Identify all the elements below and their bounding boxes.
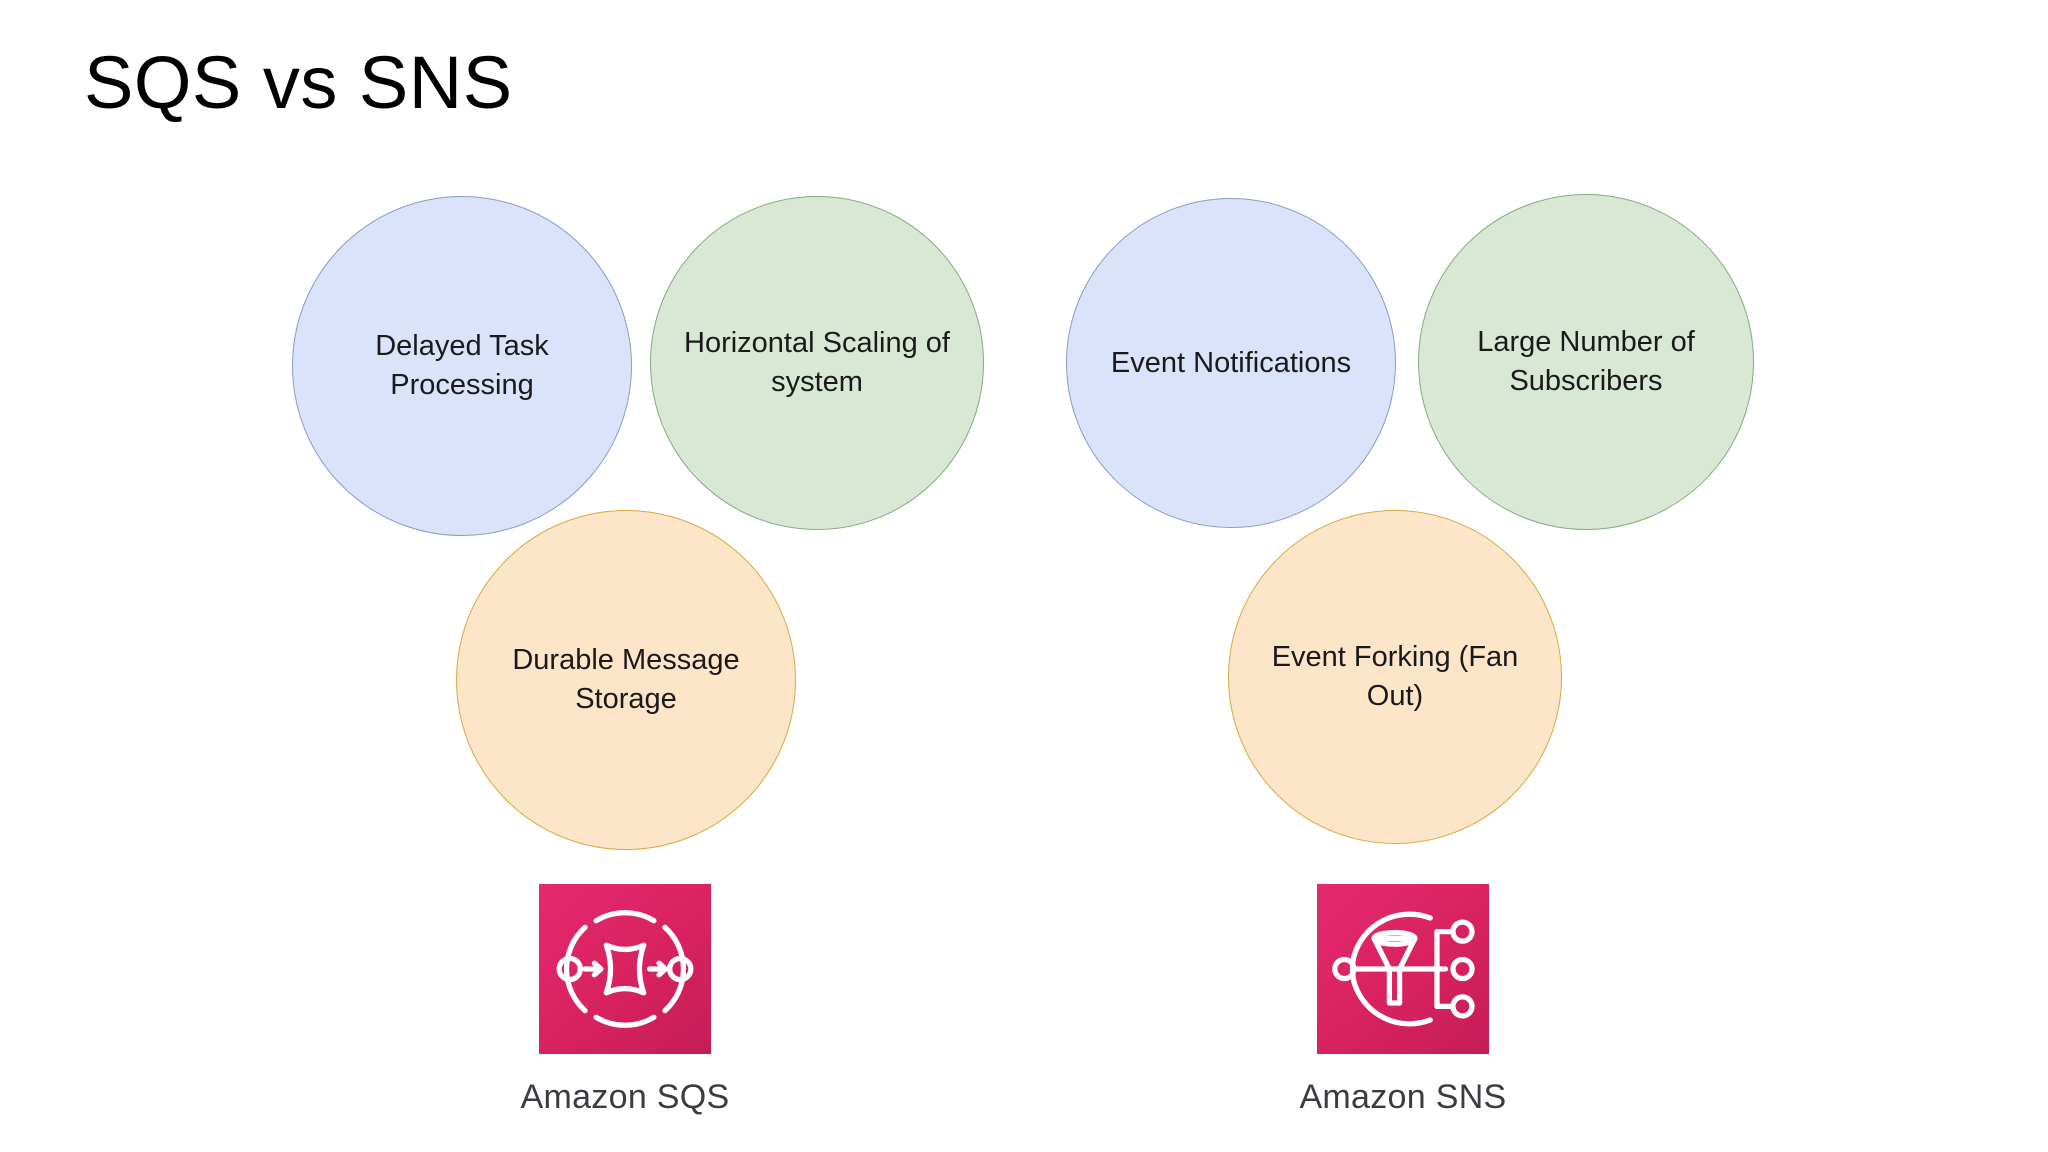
service-label: Amazon SNS (1299, 1078, 1507, 1116)
bubble-durable-message-storage: Durable Message Storage (456, 510, 796, 850)
amazon-sqs-icon (539, 884, 711, 1054)
bubble-delayed-task-processing: Delayed Task Processing (292, 196, 632, 536)
bubble-horizontal-scaling: Horizontal Scaling of system (650, 196, 984, 530)
bubble-label: Large Number of Subscribers (1477, 326, 1695, 397)
service-amazon-sns: Amazon SNS (1208, 884, 1598, 1117)
page-title: SQS vs SNS (84, 41, 513, 124)
service-label: Amazon SQS (520, 1078, 730, 1116)
amazon-sns-icon (1317, 884, 1489, 1054)
bubble-event-notifications: Event Notifications (1066, 198, 1396, 528)
bubble-label: Event Forking (Fan Out) (1271, 641, 1519, 712)
bubble-label: Horizontal Scaling of system (684, 327, 950, 398)
bubble-label: Event Notifications (1110, 346, 1352, 379)
service-amazon-sqs: Amazon SQS (430, 884, 820, 1117)
bubble-label: Durable Message Storage (512, 644, 740, 715)
bubble-label: Delayed Task Processing (375, 330, 549, 401)
bubble-event-forking-fan-out: Event Forking (Fan Out) (1228, 510, 1562, 844)
bubble-large-number-of-subscribers: Large Number of Subscribers (1418, 194, 1754, 530)
